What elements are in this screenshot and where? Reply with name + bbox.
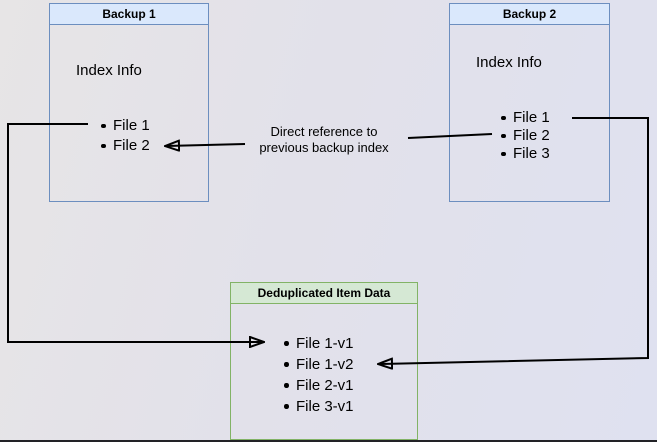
list-item: File 1 <box>501 109 550 127</box>
list-item: File 3-v1 <box>284 396 354 417</box>
list-item: File 1-v2 <box>284 354 354 375</box>
dedup-title: Deduplicated Item Data <box>231 283 417 304</box>
dedup-box: Deduplicated Item Data File 1-v1 File 1-… <box>230 282 418 440</box>
backup2-box: Backup 2 Index Info File 1 File 2 File 3 <box>449 3 610 202</box>
backup1-index-info-label: Index Info <box>76 62 142 79</box>
list-item: File 3 <box>501 145 550 163</box>
bottom-edge-strip <box>0 440 657 442</box>
backup1-box: Backup 1 Index Info File 1 File 2 <box>49 3 209 202</box>
backup2-title: Backup 2 <box>450 4 609 25</box>
list-item: File 1-v1 <box>284 333 354 354</box>
direct-reference-label-line1: Direct reference to <box>270 124 378 139</box>
direct-reference-label-line2: previous backup index <box>259 140 389 155</box>
list-item: File 2 <box>101 136 150 156</box>
dedup-file-list: File 1-v1 File 1-v2 File 2-v1 File 3-v1 <box>284 333 354 417</box>
direct-reference-label: Direct reference to previous backup inde… <box>224 124 424 156</box>
list-item: File 2-v1 <box>284 375 354 396</box>
list-item: File 1 <box>101 116 150 136</box>
backup1-file-list: File 1 File 2 <box>101 116 150 156</box>
backup1-title: Backup 1 <box>50 4 208 25</box>
backup2-index-info-label: Index Info <box>476 54 542 71</box>
list-item: File 2 <box>501 127 550 145</box>
backup2-file-list: File 1 File 2 File 3 <box>501 109 550 163</box>
